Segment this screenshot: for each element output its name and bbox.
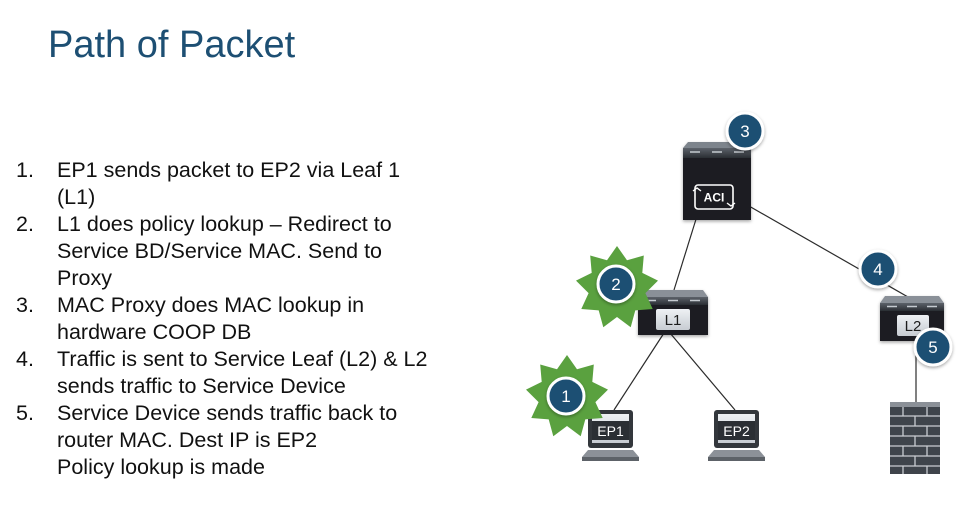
step-text: EP1 sends packet to EP2 via Leaf 1 (L1) <box>57 158 401 209</box>
step-text: L1 does policy lookup – Redirect to Serv… <box>57 212 392 290</box>
leaf1-label: L1 <box>665 312 682 329</box>
step-text: Service Device sends traffic back to rou… <box>57 401 398 452</box>
step-item: 4. Traffic is sent to Service Leaf (L2) … <box>16 346 436 400</box>
step-badge-4: 4 <box>858 249 898 289</box>
step-text: MAC Proxy does MAC lookup in hardware CO… <box>57 293 365 344</box>
svg-text:3: 3 <box>740 122 749 141</box>
step-extra-text: Policy lookup is made <box>57 455 265 479</box>
step-badge-3: 3 <box>725 111 765 151</box>
step-item: 5. Service Device sends traffic back to … <box>16 400 436 481</box>
step-text: Traffic is sent to Service Leaf (L2) & L… <box>57 347 428 398</box>
steps-list: 1. EP1 sends packet to EP2 via Leaf 1 (L… <box>16 157 436 481</box>
svg-text:4: 4 <box>873 260 882 279</box>
step-badge-1: 1 <box>546 376 586 416</box>
step-number: 3. <box>16 293 34 317</box>
step-item: 2. L1 does policy lookup – Redirect to S… <box>16 211 436 292</box>
svg-text:5: 5 <box>928 338 937 357</box>
step-number: 5. <box>16 401 34 425</box>
svg-text:1: 1 <box>561 387 570 406</box>
ep2-laptop: EP2 <box>708 410 765 461</box>
svg-text:2: 2 <box>611 275 620 294</box>
step-badge-2: 2 <box>596 264 636 304</box>
leaf2-label: L2 <box>905 318 922 335</box>
spine-logo-label: ACI <box>704 191 725 205</box>
step-badge-5: 5 <box>913 327 953 367</box>
ep2-label: EP2 <box>723 423 750 439</box>
step-number: 2. <box>16 212 34 236</box>
step-number: 4. <box>16 347 34 371</box>
page-title: Path of Packet <box>48 24 296 66</box>
link-leaf1-ep1 <box>613 332 665 411</box>
leaf1-switch: L1 <box>638 290 708 335</box>
link-leaf1-ep2 <box>669 332 736 411</box>
aci-logo-icon: ACI <box>692 184 736 210</box>
ep1-laptop: EP1 <box>582 410 639 461</box>
firewall-icon <box>890 402 940 474</box>
link-spine-leaf1 <box>673 215 698 291</box>
step-item: 1. EP1 sends packet to EP2 via Leaf 1 (L… <box>16 157 436 211</box>
step-item: 3. MAC Proxy does MAC lookup in hardware… <box>16 292 436 346</box>
step-number: 1. <box>16 158 34 182</box>
ep1-label: EP1 <box>597 423 624 439</box>
